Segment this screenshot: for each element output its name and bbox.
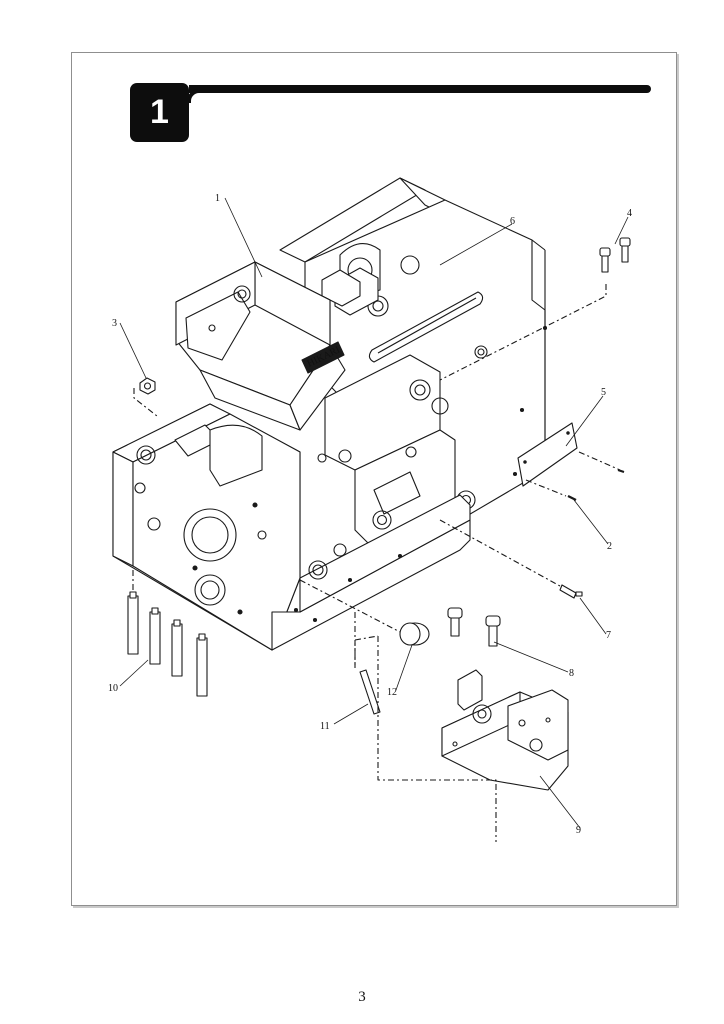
- upper-looper-head: HIKARI: [175, 261, 346, 431]
- callout-3: 3: [112, 318, 117, 329]
- part-5-plate: [517, 422, 578, 487]
- machine-bed-casting: [279, 177, 548, 521]
- part-3-hex-nut: [139, 377, 156, 395]
- callout-4: 4: [627, 208, 632, 219]
- part-4-screws: [599, 237, 631, 273]
- callout-9: 9: [576, 825, 581, 836]
- callout-7: 7: [606, 630, 611, 641]
- part-8-screws: [447, 607, 501, 647]
- front-frame-block: [112, 403, 301, 651]
- callout-1: 1: [215, 193, 220, 204]
- callout-2: 2: [607, 541, 612, 552]
- section-number-badge: 1: [130, 83, 189, 142]
- lower-front-rail: [271, 494, 471, 651]
- callout-10: 10: [108, 683, 118, 694]
- callout-5: 5: [601, 387, 606, 398]
- leader-lines: [119, 197, 629, 829]
- part-11-rod: [359, 669, 381, 715]
- part-7-pin: [559, 584, 583, 599]
- section-number: 1: [150, 93, 169, 131]
- callout-labels: 1 2 3 4 5 6 7 8 9 10 11 12: [108, 193, 632, 836]
- part-10-studs: [127, 591, 208, 697]
- callout-8: 8: [569, 668, 574, 679]
- section-header-bar: [189, 85, 651, 93]
- middle-shaft-housings: [317, 354, 476, 546]
- part-9-bracket: [441, 669, 569, 791]
- callout-6: 6: [510, 216, 515, 227]
- part-12-cap: [399, 622, 430, 646]
- callout-11: 11: [320, 721, 330, 732]
- page-number: 3: [358, 989, 366, 1005]
- callout-12: 12: [387, 687, 397, 698]
- section-header-bar-corner: [187, 89, 201, 103]
- part-2-screw: [567, 495, 577, 501]
